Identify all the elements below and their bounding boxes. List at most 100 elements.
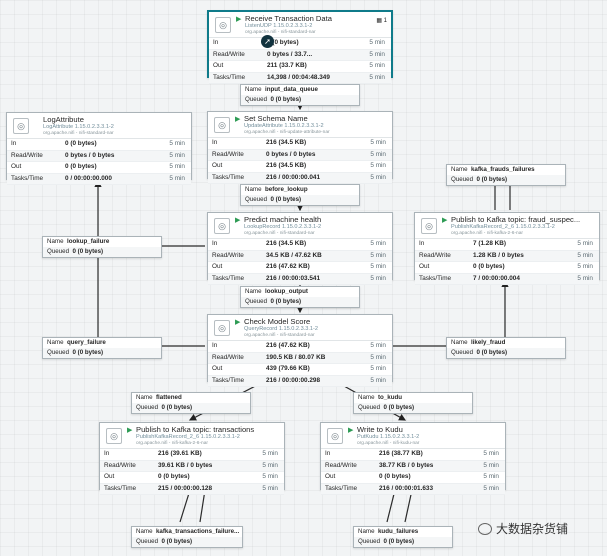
processor-type: PublishKafkaRecord_2_6 1.15.0.2.3.3.1-2 xyxy=(136,434,240,440)
processor-bundle: org.apache.nifi - nifi-kafka-2-6-nar xyxy=(451,231,523,236)
watermark-text: 大数据杂货铺 xyxy=(496,522,569,536)
processor-set-schema-name[interactable]: ◎ ▶ Set Schema Name UpdateAttribute 1.15… xyxy=(207,111,393,184)
processor-bundle: org.apache.nifi - nifi-standard-nar xyxy=(244,333,315,338)
connection-name-row: Name input_data_queue xyxy=(245,86,318,93)
processor-icon: ◎ xyxy=(421,218,437,234)
connection-queued-row: Queued 0 (0 bytes) xyxy=(132,537,242,547)
connection-before-lookup[interactable]: Name before_lookup Queued 0 (0 bytes) xyxy=(240,184,360,206)
processor-name: Check Model Score xyxy=(244,317,311,326)
link-kudu-self-a xyxy=(386,489,396,523)
processor-logattribute[interactable]: ◎ LogAttribute LogAttribute 1.15.0.2.3.3… xyxy=(6,112,192,185)
processor-name: Publish to Kafka topic: fraud_suspec... xyxy=(451,215,581,224)
connection-queued-row: Queued 0 (0 bytes) xyxy=(241,95,359,105)
connection-queued-row: Queued 0 (0 bytes) xyxy=(447,348,565,358)
connection-queued-row: Queued 0 (0 bytes) xyxy=(447,175,565,185)
link-kafkatx-self-a xyxy=(179,489,191,523)
connection-input-data-queue[interactable]: Name input_data_queue Queued 0 (0 bytes) xyxy=(240,84,360,106)
processor-name: Predict machine health xyxy=(244,215,322,224)
connection-name-row: Name to_kudu xyxy=(358,394,403,401)
connection-kafka-transactions-failure[interactable]: Name kafka_transactions_failure... Queue… xyxy=(131,526,243,548)
connection-query-failure[interactable]: Name query_failure Queued 0 (0 bytes) xyxy=(42,337,162,359)
running-triangle-icon: ▶ xyxy=(236,16,242,23)
watermark: 大数据杂货铺 xyxy=(478,520,568,537)
processor-icon: ◎ xyxy=(214,218,230,234)
processor-name: Receive Transaction Data xyxy=(245,14,332,23)
connection-kudu-failures[interactable]: Name kudu_failures Queued 0 (0 bytes) xyxy=(353,526,453,548)
processor-check-model-score[interactable]: ◎ ▶ Check Model Score QueryRecord 1.15.0… xyxy=(207,314,393,387)
running-triangle-icon: ▶ xyxy=(127,427,133,434)
processor-publish-kafka-transactions[interactable]: ◎ ▶ Publish to Kafka topic: transactions… xyxy=(99,422,285,495)
processor-receive-transaction-data[interactable]: ◎ ▶ Receive Transaction Data ListenUDP 1… xyxy=(207,10,393,84)
processor-type: UpdateAttribute 1.15.0.2.3.3.1-2 xyxy=(244,123,324,129)
wechat-icon xyxy=(478,522,492,535)
connection-queued-row: Queued 0 (0 bytes) xyxy=(241,195,359,205)
connection-name-row: Name kafka_frauds_failures xyxy=(451,166,535,173)
connection-name-row: Name lookup_failure xyxy=(47,238,110,245)
connection-queued-row: Queued 0 (0 bytes) xyxy=(241,297,359,307)
processor-icon: ◎ xyxy=(327,428,343,444)
processor-name: Publish to Kafka topic: transactions xyxy=(136,425,255,434)
processor-icon: ◎ xyxy=(214,117,230,133)
connection-queued-row: Queued 0 (0 bytes) xyxy=(354,403,472,413)
connection-name-row: Name lookup_output xyxy=(245,288,308,295)
processor-write-to-kudu[interactable]: ◎ ▶ Write to Kudu PutKudu 1.15.0.2.3.3.1… xyxy=(320,422,506,495)
processor-icon: ◎ xyxy=(214,320,230,336)
processor-type: QueryRecord 1.15.0.2.3.3.1-2 xyxy=(244,326,319,332)
processor-type: PublishKafkaRecord_2_6 1.15.0.2.3.3.1-2 xyxy=(451,224,555,230)
running-triangle-icon: ▶ xyxy=(348,427,354,434)
connection-kafka-frauds-failures[interactable]: Name kafka_frauds_failures Queued 0 (0 b… xyxy=(446,164,566,186)
link-kafkatx-self-b xyxy=(199,489,206,523)
processor-bundle: org.apache.nifi - nifi-update-attribute-… xyxy=(244,130,330,135)
processor-bundle: org.apache.nifi - nifi-standard-nar xyxy=(43,131,114,136)
link-kudu-self-b xyxy=(404,489,413,523)
processor-type: ListenUDP 1.15.0.2.3.3.1-2 xyxy=(245,23,313,29)
processor-bundle: org.apache.nifi - nifi-standard-nar xyxy=(244,231,315,236)
processor-type: LogAttribute 1.15.0.2.3.3.1-2 xyxy=(43,124,114,130)
connection-lookup-output[interactable]: Name lookup_output Queued 0 (0 bytes) xyxy=(240,286,360,308)
running-triangle-icon: ▶ xyxy=(442,217,448,224)
processor-icon: ◎ xyxy=(215,17,231,33)
processor-predict-machine-health[interactable]: ◎ ▶ Predict machine health LookupRecord … xyxy=(207,212,393,285)
connection-queued-row: Queued 0 (0 bytes) xyxy=(43,348,161,358)
connection-name-row: Name flattened xyxy=(136,394,182,401)
processor-name: Set Schema Name xyxy=(244,114,308,123)
connection-queued-row: Queued 0 (0 bytes) xyxy=(354,537,452,547)
processor-bundle: org.apache.nifi - nifi-kudu-nar xyxy=(357,441,420,446)
running-triangle-icon: ▶ xyxy=(235,116,241,123)
connection-flattened[interactable]: Name flattened Queued 0 (0 bytes) xyxy=(131,392,251,414)
connection-to-kudu[interactable]: Name to_kudu Queued 0 (0 bytes) xyxy=(353,392,473,414)
connection-name-row: Name kafka_transactions_failure... xyxy=(136,528,240,535)
connection-name-row: Name query_failure xyxy=(47,339,106,346)
processor-publish-kafka-fraud[interactable]: ◎ ▶ Publish to Kafka topic: fraud_suspec… xyxy=(414,212,600,285)
processor-name: Write to Kudu xyxy=(357,425,403,434)
processor-name: LogAttribute xyxy=(43,115,84,124)
connection-likely-fraud[interactable]: Name likely_fraud Queued 0 (0 bytes) xyxy=(446,337,566,359)
connection-lookup-failure[interactable]: Name lookup_failure Queued 0 (0 bytes) xyxy=(42,236,162,258)
processor-icon: ◎ xyxy=(106,428,122,444)
